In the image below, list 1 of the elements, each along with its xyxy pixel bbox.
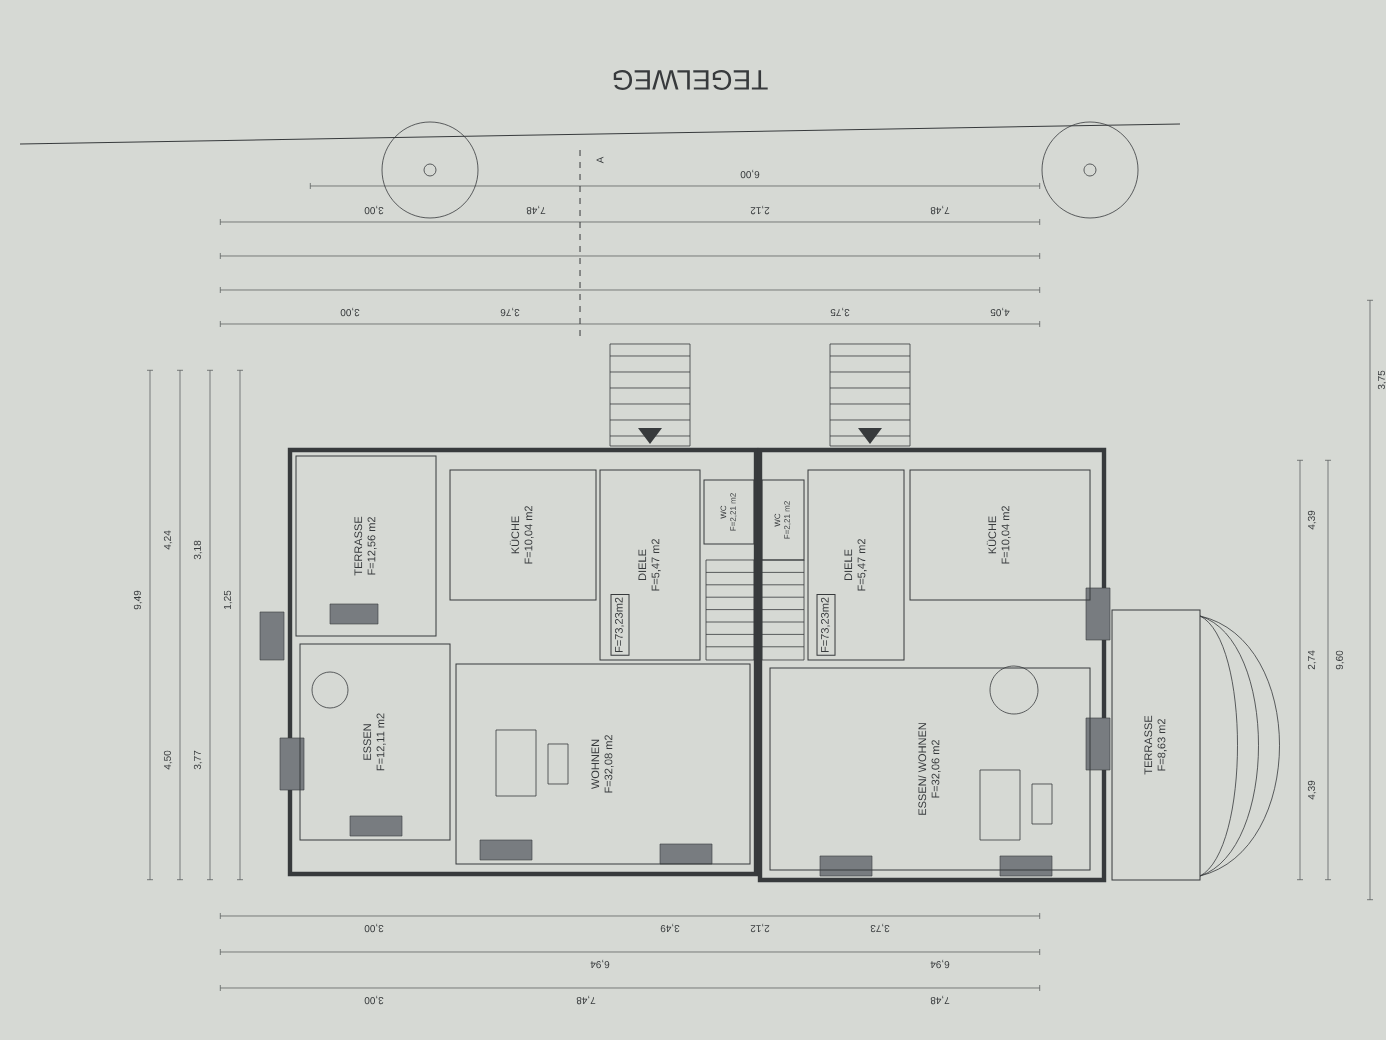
street-name: TEGELWEG <box>613 70 768 90</box>
